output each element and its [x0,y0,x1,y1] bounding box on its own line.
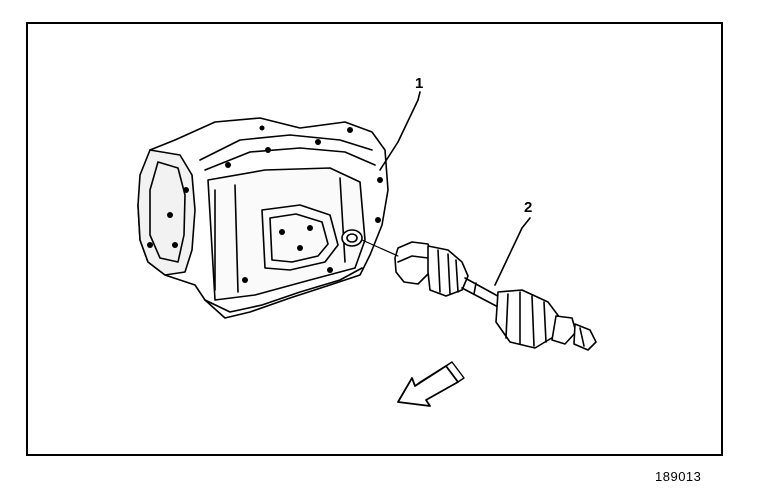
figure-number: 189013 [655,469,702,484]
callout-2-label: 2 [524,199,533,216]
callout-2-leader [494,217,531,286]
callout-1-label: 1 [415,75,424,92]
transaxle-assembly [137,117,389,319]
callout-1-leader [379,91,421,171]
drive-axle-assembly [361,239,597,351]
front-arrow-icon [397,361,465,407]
